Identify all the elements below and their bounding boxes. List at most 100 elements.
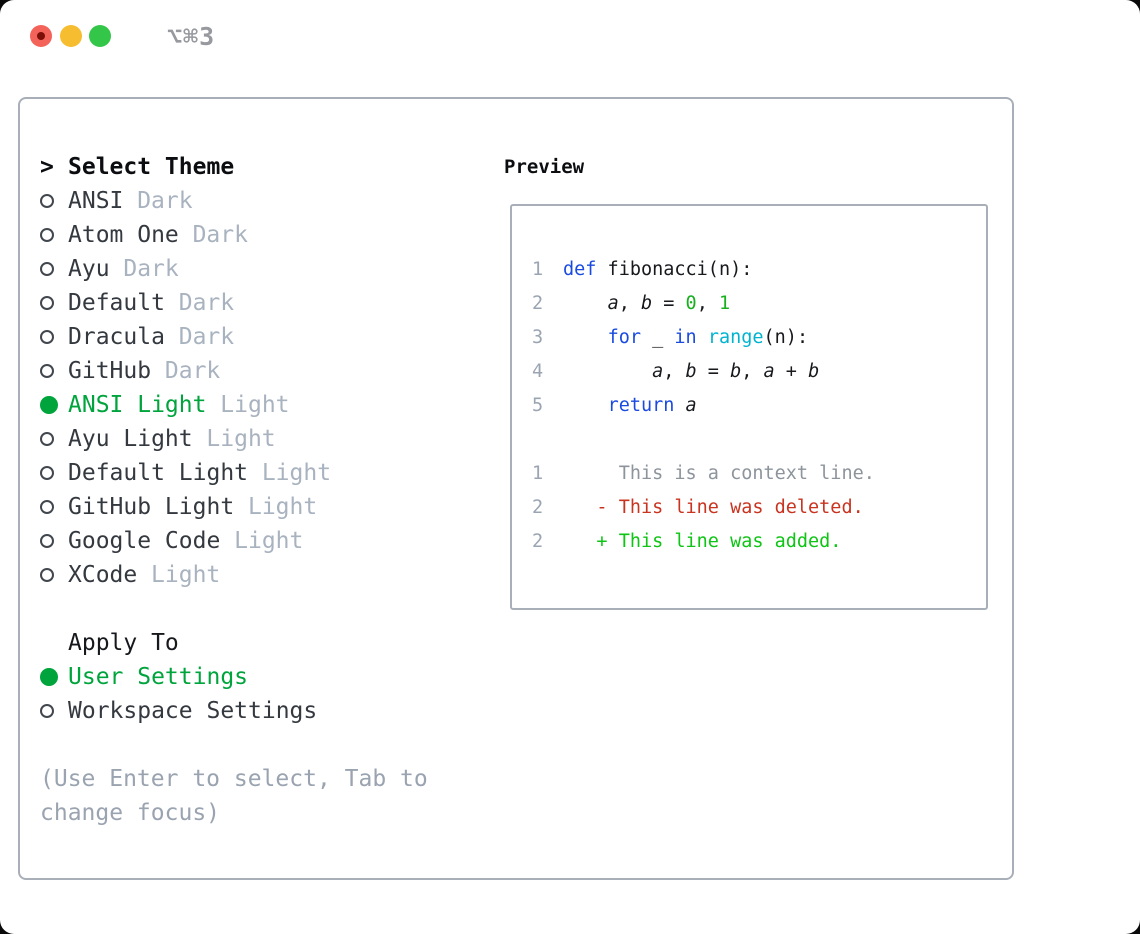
titlebar: ⌥⌘3 — [0, 0, 1140, 72]
apply-to-header: Apply To — [40, 626, 331, 660]
radio-icon — [40, 194, 54, 208]
theme-option-github[interactable]: GitHub Dark — [40, 354, 331, 388]
line-number: 4 — [532, 360, 544, 382]
code-segment: b — [730, 360, 742, 382]
theme-name: Dracula — [68, 324, 165, 350]
theme-option-ayu[interactable]: Ayu Dark — [40, 252, 331, 286]
code-segment: , — [741, 360, 764, 382]
code-segment: b — [640, 292, 653, 314]
code-line: 1 This is a context line. — [532, 456, 875, 490]
minimize-button[interactable] — [60, 25, 82, 47]
code-segment: range — [707, 326, 764, 348]
radio-icon — [40, 262, 54, 276]
code-segment: b — [808, 360, 820, 382]
radio-icon — [40, 500, 54, 514]
line-number: 3 — [532, 326, 544, 348]
theme-variant-tag: Dark — [123, 256, 179, 282]
close-dot-icon — [37, 32, 45, 40]
theme-option-ansi[interactable]: ANSI Dark — [40, 184, 331, 218]
code-line: 3 for _ in range(n): — [532, 320, 875, 354]
theme-name: ANSI — [68, 188, 124, 214]
code-segment — [674, 395, 685, 416]
theme-option-dracula[interactable]: Dracula Dark — [40, 320, 331, 354]
select-theme-header: > Select Theme — [40, 150, 331, 184]
theme-name: Ayu — [68, 256, 110, 282]
code-segment: + — [774, 360, 809, 382]
theme-variant-tag: Light — [247, 494, 318, 520]
code-segment: a — [763, 360, 775, 382]
code-segment: return — [607, 394, 675, 416]
close-button[interactable] — [30, 25, 52, 47]
theme-option-xcode[interactable]: XCode Light — [40, 558, 331, 592]
line-number: 2 — [532, 292, 544, 314]
theme-name: ANSI Light — [68, 392, 207, 418]
theme-name: Default — [68, 290, 165, 316]
line-number: 1 — [532, 462, 544, 484]
theme-variant-tag: Light — [151, 562, 221, 588]
zoom-button[interactable] — [89, 25, 111, 47]
spacer — [40, 592, 331, 626]
code-line: 2 - This line was deleted. — [532, 490, 875, 524]
code-segment — [697, 327, 708, 348]
theme-option-atom-one[interactable]: Atom One Dark — [40, 218, 331, 252]
help-text: (Use Enter to select, Tab to change focu… — [40, 766, 428, 826]
window-title: ⌥⌘3 — [167, 22, 216, 51]
code-segment: a — [652, 360, 664, 382]
radio-icon — [40, 364, 54, 378]
radio-selected-icon — [40, 668, 58, 686]
code-segment — [563, 293, 608, 314]
code-line: 5 return a — [532, 388, 875, 422]
code-segment: _ — [640, 326, 675, 348]
code-segment: = — [652, 292, 686, 314]
code-segment: fibonacci(n): — [596, 258, 753, 280]
radio-icon — [40, 432, 54, 446]
theme-option-google-code[interactable]: Google Code Light — [40, 524, 331, 558]
theme-variant-tag: Dark — [164, 358, 221, 384]
radio-icon — [40, 330, 54, 344]
code-segment: def — [563, 258, 597, 280]
radio-selected-icon — [40, 396, 58, 414]
theme-option-default[interactable]: Default Dark — [40, 286, 331, 320]
code-segment — [563, 361, 652, 382]
code-segment: = — [696, 360, 731, 382]
apply-option-label: User Settings — [68, 664, 249, 690]
theme-variant-tag: Dark — [137, 188, 193, 214]
code-segment: , — [663, 360, 686, 382]
code-segment: b — [685, 360, 697, 382]
code-line: 4 a, b = b, a + b — [532, 354, 875, 388]
code-line: 1 def fibonacci(n): — [532, 252, 875, 286]
apply-option-user-settings[interactable]: User Settings — [40, 660, 331, 694]
apply-option-workspace-settings[interactable]: Workspace Settings — [40, 694, 331, 728]
radio-icon — [40, 296, 54, 310]
theme-name: GitHub — [68, 358, 152, 384]
line-number: 1 — [532, 258, 544, 280]
theme-variant-tag: Dark — [178, 324, 235, 350]
radio-icon — [40, 704, 54, 718]
theme-variant-tag: Light — [234, 528, 304, 554]
theme-name: Google Code — [68, 528, 221, 554]
code-segment: a — [685, 394, 697, 416]
line-number: 2 — [532, 496, 544, 518]
code-segment: (n): — [763, 326, 809, 348]
theme-name: Atom One — [68, 222, 179, 248]
theme-variant-tag: Light — [206, 426, 276, 452]
prompt-caret: > — [40, 154, 54, 180]
theme-variant-tag: Dark — [178, 290, 235, 316]
theme-variant-tag: Dark — [192, 222, 248, 248]
radio-icon — [40, 228, 54, 242]
preview-title: Preview — [504, 156, 585, 178]
code-line: 2 a, b = 0, 1 — [532, 286, 875, 320]
select-theme-title: Select Theme — [68, 154, 235, 180]
code-line: 2 + This line was added. — [532, 524, 875, 558]
theme-name: XCode — [68, 562, 138, 588]
apply-option-label: Workspace Settings — [68, 698, 318, 724]
